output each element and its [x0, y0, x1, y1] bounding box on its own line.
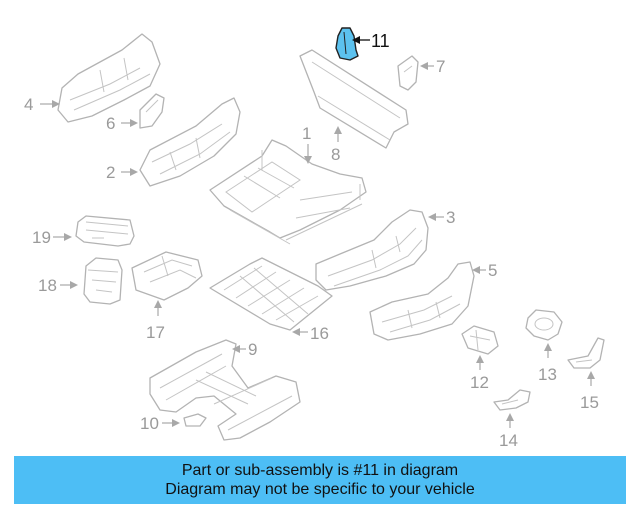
part-12-clip — [461, 325, 499, 355]
callout-14: 14 — [499, 413, 518, 450]
callout-2: 2 — [106, 163, 138, 182]
part-1-seat-frame — [209, 139, 367, 245]
callout-18: 18 — [38, 276, 78, 295]
callout-11: 11 — [352, 31, 390, 51]
part-16-suspension-mat — [209, 257, 333, 331]
callout-number-10: 10 — [140, 414, 159, 433]
callout-7: 7 — [420, 57, 445, 76]
callout-6: 6 — [106, 114, 138, 133]
part-2-side-shield — [139, 97, 241, 187]
callout-13: 13 — [538, 343, 557, 384]
part-8-panel — [299, 49, 409, 149]
callout-16: 16 — [292, 324, 329, 343]
part-11-highlighted — [335, 27, 359, 61]
callout-3: 3 — [428, 208, 455, 227]
callout-1: 1 — [302, 124, 312, 164]
callout-number-18: 18 — [38, 276, 57, 295]
callout-number-4: 4 — [24, 95, 33, 114]
callout-number-2: 2 — [106, 163, 115, 182]
callout-number-12: 12 — [470, 373, 489, 392]
callout-number-6: 6 — [106, 114, 115, 133]
part-3-side-shield — [315, 209, 429, 291]
part-7-cover — [397, 55, 419, 91]
part-19-module — [75, 215, 135, 247]
callout-5: 5 — [472, 261, 497, 280]
callout-number-11: 11 — [371, 31, 390, 51]
callout-number-8: 8 — [331, 145, 340, 164]
callout-12: 12 — [470, 355, 489, 392]
callout-number-14: 14 — [499, 431, 518, 450]
callout-number-19: 19 — [32, 228, 51, 247]
banner-line-1: Part or sub-assembly is #11 in diagram — [181, 462, 459, 479]
callout-number-1: 1 — [302, 124, 311, 143]
callout-number-17: 17 — [146, 323, 165, 342]
part-15-strap — [567, 337, 605, 369]
part-13-bushing — [525, 309, 563, 341]
info-banner: Part or sub-assembly is #11 in diagram D… — [14, 456, 626, 504]
callout-number-13: 13 — [538, 365, 557, 384]
banner-line-2: Diagram may not be specific to your vehi… — [165, 481, 475, 498]
part-17-switch-module — [131, 251, 203, 301]
seat-parts-diagram: 4 6 2 11 8 — [24, 27, 605, 450]
part-5-side-trim — [369, 261, 475, 341]
part-18-control-box — [83, 257, 123, 305]
callout-number-15: 15 — [580, 393, 599, 412]
callout-8: 8 — [331, 126, 342, 164]
part-4-side-shield — [57, 33, 161, 123]
callout-number-7: 7 — [436, 57, 445, 76]
callout-number-5: 5 — [488, 261, 497, 280]
callout-15: 15 — [580, 371, 599, 412]
part-6-bracket — [139, 93, 165, 129]
callout-19: 19 — [32, 228, 72, 247]
callout-17: 17 — [146, 300, 165, 342]
callout-number-16: 16 — [310, 324, 329, 343]
callout-number-9: 9 — [248, 340, 257, 359]
callout-10: 10 — [140, 414, 180, 433]
part-10-clip — [183, 413, 207, 427]
callout-9: 9 — [232, 340, 257, 359]
part-14-bracket — [493, 389, 531, 411]
callout-number-3: 3 — [446, 208, 455, 227]
callout-4: 4 — [24, 95, 60, 114]
